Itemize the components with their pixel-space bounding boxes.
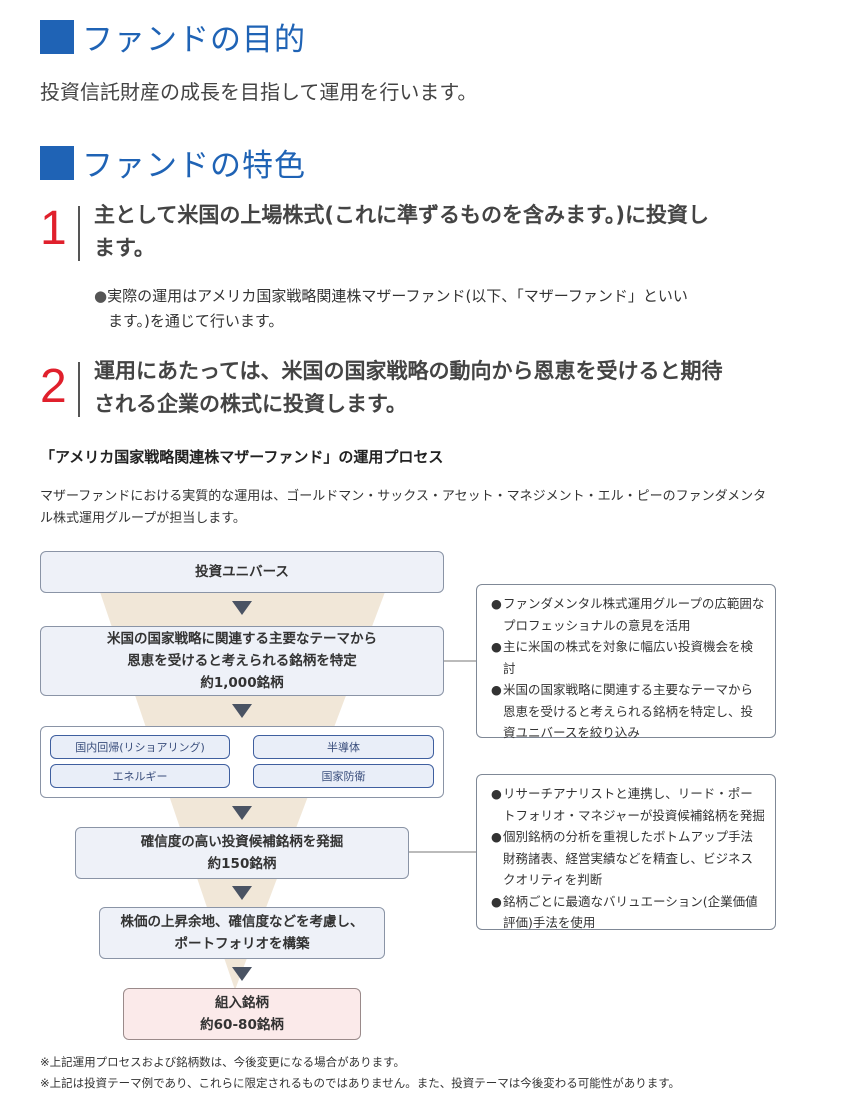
bullet-icon: ●	[491, 893, 502, 909]
note-discover: ●リサーチアナリストと連携し、リード・ポートフォリオ・マネジャーが投資候補銘柄を…	[476, 774, 776, 930]
note-text: ファンダメンタル株式運用グループの広範囲なプロフェッショナルの意見を活用	[503, 596, 765, 633]
step-label: 株価の上昇余地、確信度などを考慮し、	[120, 914, 364, 930]
note-text: 個別銘柄の分析を重視したボトムアップ手法財務諸表、経営実績などを精査し、ビジネス…	[503, 829, 754, 887]
feature-text: 主として米国の上場株式(これに準ずるものを含みます。)に投資し ます。	[94, 199, 794, 265]
step-label: 確信度の高い投資候補銘柄を発掘	[140, 834, 344, 850]
bullet-line: ます。)を通じて行います。	[108, 312, 284, 330]
feature-bullet: ●実際の運用はアメリカ国家戦略関連株マザーファンド(以下、「マザーファンド」とい…	[94, 284, 794, 334]
theme-tag: 半導体	[253, 735, 434, 759]
feature-line: ます。	[94, 236, 155, 260]
process-title: 「アメリカ国家戦略関連株マザーファンド」の運用プロセス	[40, 448, 444, 466]
note-text: リサーチアナリストと連携し、リード・ポートフォリオ・マネジャーが投資候補銘柄を発…	[503, 786, 765, 823]
step-label: 恩恵を受けると考えられる銘柄を特定	[127, 653, 357, 669]
heading-square-icon	[40, 145, 74, 180]
feature-divider	[78, 206, 80, 261]
step-label: 組入銘柄	[215, 995, 269, 1011]
bullet-icon: ●	[94, 287, 108, 305]
note-item: ●個別銘柄の分析を重視したボトムアップ手法財務諸表、経営実績などを精査し、ビジネ…	[491, 826, 765, 891]
step-identify: 米国の国家戦略に関連する主要なテーマから 恩恵を受けると考えられる銘柄を特定 約…	[40, 626, 444, 696]
bullet-icon: ●	[491, 639, 502, 654]
purpose-title: ファンドの目的	[82, 22, 306, 58]
process-description: マザーファンドにおける実質的な運用は、ゴールドマン・サックス・アセット・マネジメ…	[40, 486, 800, 530]
bullet-icon: ●	[491, 829, 502, 844]
down-arrow-icon	[232, 704, 252, 718]
step-label: ポートフォリオを構築	[174, 936, 310, 952]
down-arrow-icon	[232, 967, 252, 981]
note-item: ●銘柄ごとに最適なバリュエーション(企業価値評価)手法を使用	[491, 891, 765, 934]
feature-number: 1	[40, 202, 67, 255]
bullet-icon: ●	[491, 786, 502, 801]
down-arrow-icon	[232, 806, 252, 820]
note-item: ●米国の国家戦略に関連する主要なテーマから恩恵を受けると考えられる銘柄を特定し、…	[491, 679, 765, 744]
step-construct: 株価の上昇余地、確信度などを考慮し、 ポートフォリオを構築	[99, 907, 385, 959]
step-final: 組入銘柄 約60-80銘柄	[123, 988, 361, 1040]
note-universe: ●ファンダメンタル株式運用グループの広範囲なプロフェッショナルの意見を活用 ●主…	[476, 584, 776, 740]
down-arrow-icon	[232, 601, 252, 615]
footnote: ※上記は投資テーマ例であり、これらに限定されるものではありません。また、投資テー…	[40, 1076, 681, 1090]
feature-divider	[78, 362, 80, 417]
note-item: ●主に米国の株式を対象に幅広い投資機会を検討	[491, 636, 765, 679]
down-arrow-icon	[232, 886, 252, 900]
note-item: ●リサーチアナリストと連携し、リード・ポートフォリオ・マネジャーが投資候補銘柄を…	[491, 783, 765, 826]
feature-text: 運用にあたっては、米国の国家戦略の動向から恩恵を受けると期待 される企業の株式に…	[94, 355, 794, 421]
footnote: ※上記運用プロセスおよび銘柄数は、今後変更になる場合があります。	[40, 1055, 405, 1069]
feature-number: 2	[40, 360, 67, 413]
note-text: 主に米国の株式を対象に幅広い投資機会を検討	[503, 639, 754, 676]
feature-line: 運用にあたっては、米国の国家戦略の動向から恩恵を受けると期待	[94, 359, 723, 383]
purpose-heading: ファンドの目的	[40, 14, 306, 59]
step-count: 約150銘柄	[207, 856, 277, 872]
bullet-line: 実際の運用はアメリカ国家戦略関連株マザーファンド(以下、「マザーファンド」といい	[107, 287, 688, 305]
feature-line: 主として米国の上場株式(これに準ずるものを含みます。)に投資し	[94, 203, 709, 227]
bullet-icon: ●	[491, 682, 502, 697]
features-heading: ファンドの特色	[40, 140, 306, 185]
theme-tag: 国内回帰(リショアリング)	[50, 735, 230, 759]
note-text: 米国の国家戦略に関連する主要なテーマから恩恵を受けると考えられる銘柄を特定し、投…	[503, 682, 754, 740]
purpose-text: 投資信託財産の成長を目指して運用を行います。	[40, 80, 478, 104]
description-line: マザーファンドにおける実質的な運用は、ゴールドマン・サックス・アセット・マネジメ…	[40, 489, 767, 504]
bullet-icon: ●	[491, 596, 502, 611]
note-item: ●ファンダメンタル株式運用グループの広範囲なプロフェッショナルの意見を活用	[491, 593, 765, 636]
features-title: ファンドの特色	[82, 148, 306, 184]
heading-square-icon	[40, 19, 74, 54]
step-count: 約60-80銘柄	[200, 1017, 284, 1033]
step-count: 約1,000銘柄	[200, 675, 284, 691]
note-text: 銘柄ごとに最適なバリュエーション(企業価値評価)手法を使用	[503, 893, 758, 931]
step-label: 米国の国家戦略に関連する主要なテーマから	[107, 631, 377, 647]
theme-tag: 国家防衛	[253, 764, 434, 788]
feature-line: される企業の株式に投資します。	[94, 392, 407, 416]
theme-tag: エネルギー	[50, 764, 230, 788]
step-discover: 確信度の高い投資候補銘柄を発掘 約150銘柄	[75, 827, 409, 879]
step-universe: 投資ユニバース	[40, 551, 444, 593]
description-line: ル株式運用グループが担当します。	[40, 511, 246, 526]
step-label: 投資ユニバース	[195, 564, 289, 580]
